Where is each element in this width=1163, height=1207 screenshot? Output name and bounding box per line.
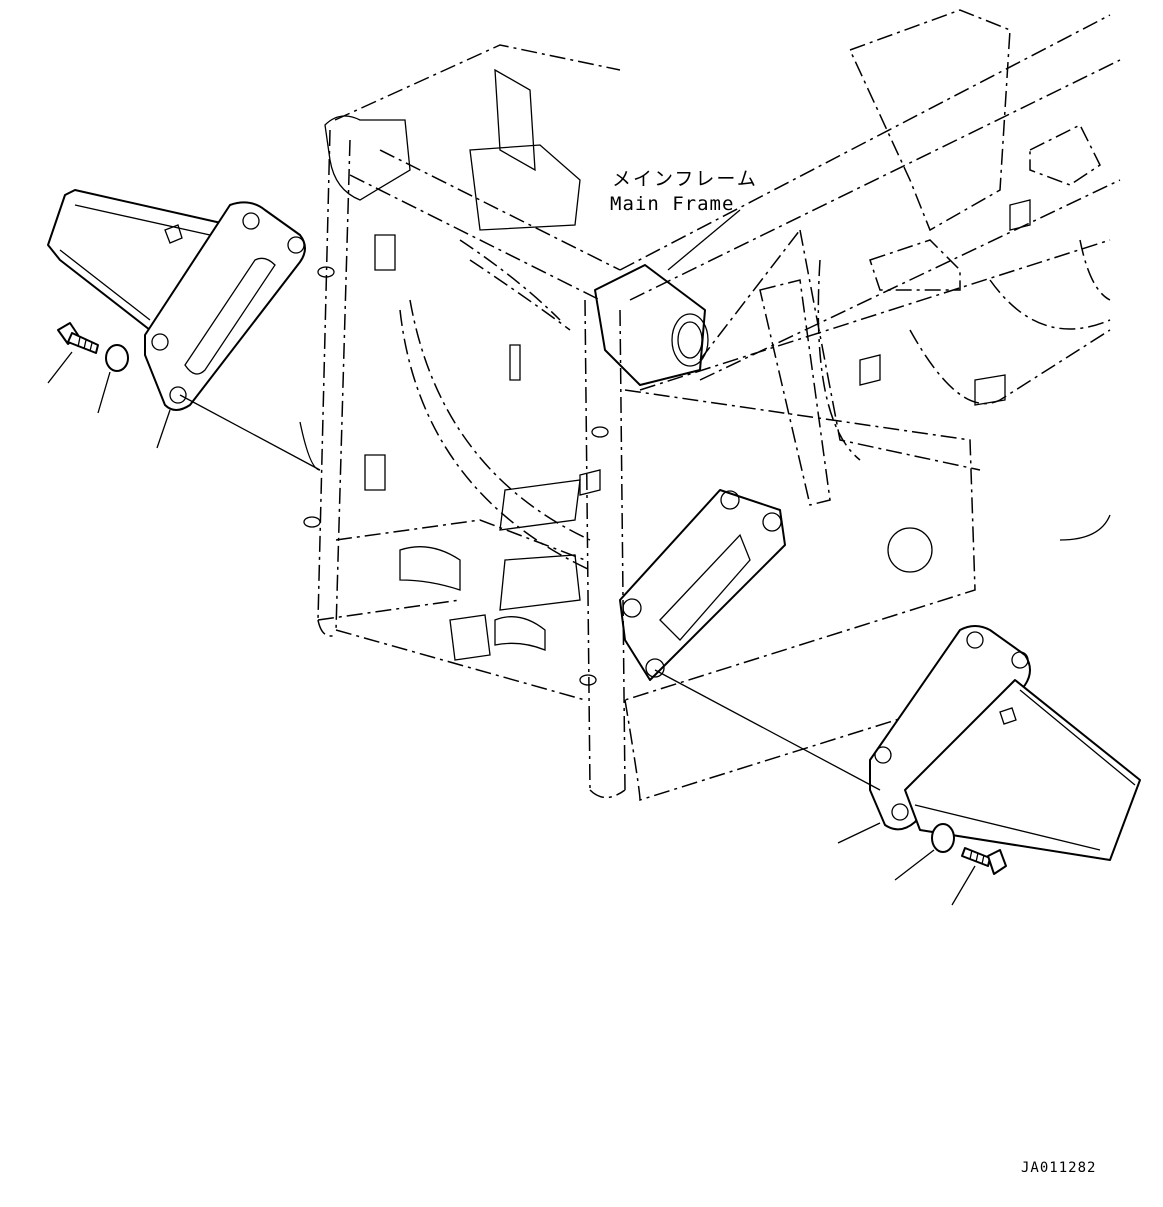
right-leader-lines [654, 669, 976, 906]
main-frame-outline [299, 9, 1121, 802]
left-bracket-bolt [57, 322, 99, 354]
drawing-number: JA011282 [1021, 1160, 1097, 1176]
right-bracket-bolt [961, 847, 1007, 875]
main-frame-leader-line [667, 209, 741, 271]
main-frame-label-english: Main Frame [610, 193, 735, 215]
right-bracket [869, 625, 1141, 861]
left-leader-lines [47, 351, 321, 471]
left-bracket-washer [105, 344, 129, 372]
left-bracket [47, 189, 306, 411]
right-bracket-washer [931, 823, 955, 853]
main-frame-label-japanese: メインフレーム [612, 168, 758, 190]
